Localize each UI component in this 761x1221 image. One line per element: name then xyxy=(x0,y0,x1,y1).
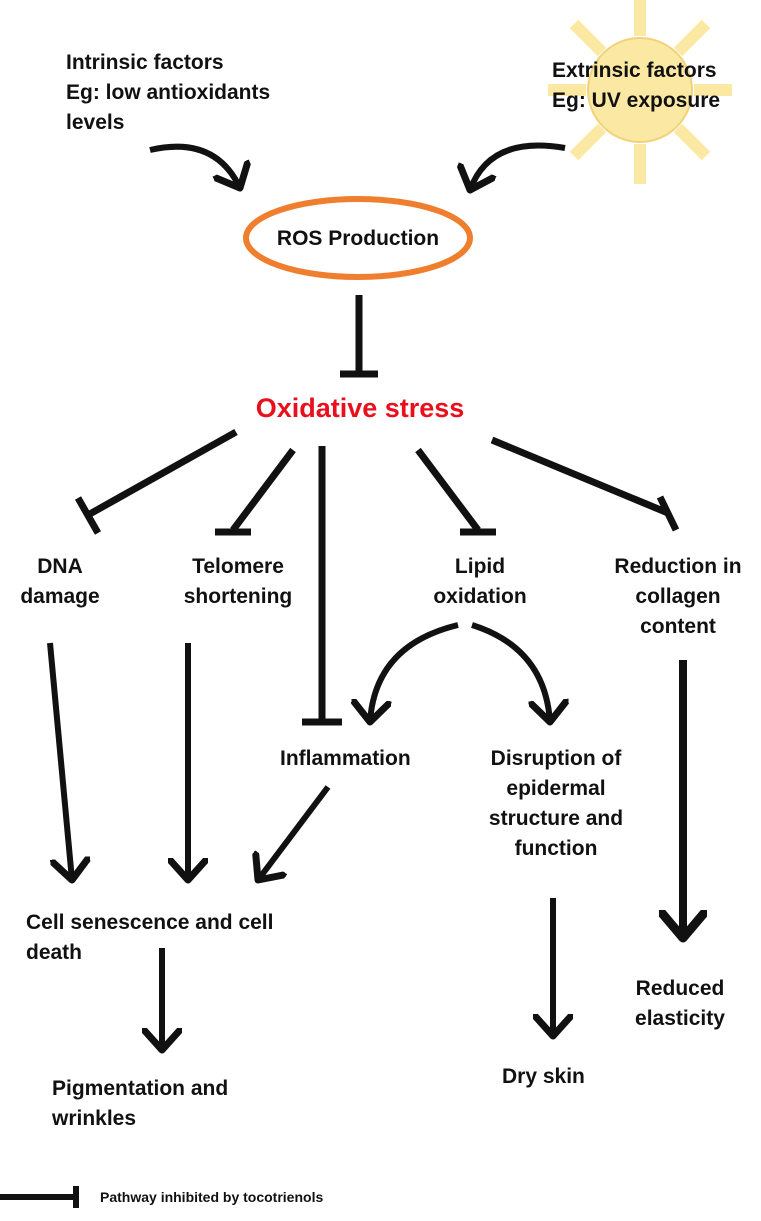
inflammation-label: Inflammation xyxy=(280,747,411,770)
inflammation-to-senescence-arrow xyxy=(258,785,331,880)
reduced-elasticity-label: Reduced elasticity xyxy=(635,977,725,1030)
lipid-oxidation-label: Lipid oxidation xyxy=(433,555,527,608)
extrinsic-arrow xyxy=(470,142,566,190)
legend-inhibitor-symbol xyxy=(0,1186,79,1208)
collagen-reduction-label: Reduction in collagen content xyxy=(614,555,742,638)
pigmentation-wrinkles-label: Pigmentation and wrinkles xyxy=(52,1077,229,1130)
epidermal-disruption-label: Disruption of epidermal structure and fu… xyxy=(488,747,624,860)
dna-damage-label: DNA damage xyxy=(20,555,100,608)
extrinsic-factors-label: Extrinsic factors Eg: UV exposure xyxy=(552,59,721,112)
legend-label: Pathway inhibited by tocotrienols xyxy=(100,1189,324,1205)
ros-to-stress-inhibitor xyxy=(340,295,378,378)
oxidative-stress-label: Oxidative stress xyxy=(255,393,465,423)
dry-skin-label: Dry skin xyxy=(502,1065,585,1088)
intrinsic-factors-label: Intrinsic factors Eg: low antioxidants l… xyxy=(66,51,271,134)
stress-branches xyxy=(74,428,680,726)
cell-senescence-label: Cell senescence and cell death xyxy=(26,911,274,964)
lipid-to-inflammation-arrow xyxy=(370,622,459,722)
telomere-shortening-label: Telomere shortening xyxy=(183,555,293,608)
intrinsic-arrow xyxy=(149,143,240,188)
lipid-to-epidermal-arrow xyxy=(471,622,550,722)
ros-production-outline xyxy=(243,196,473,280)
sun-icon xyxy=(548,0,732,184)
ros-production-label: ROS Production xyxy=(276,227,440,250)
dna-to-senescence-arrow xyxy=(47,642,72,880)
